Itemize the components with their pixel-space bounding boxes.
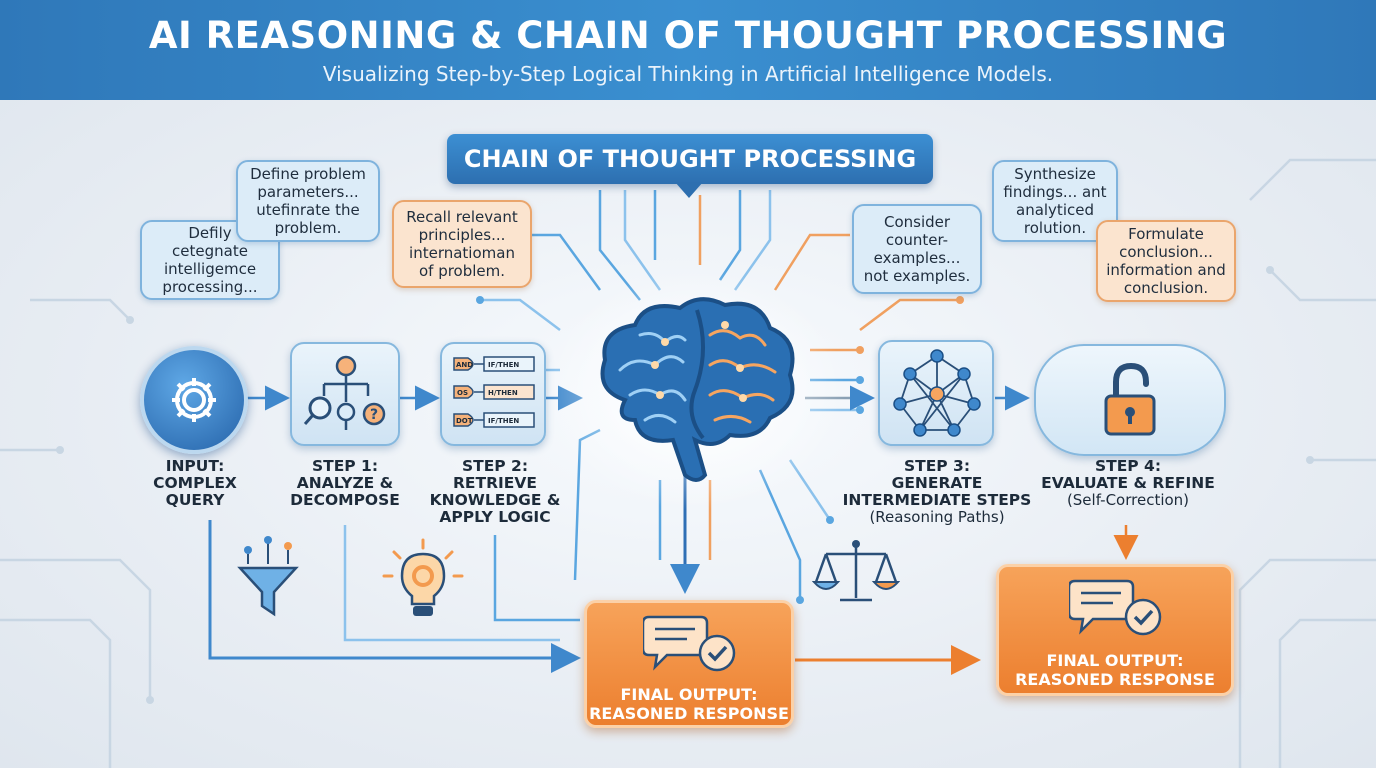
thought-bubble-4: Consider counter-examples... not example… bbox=[852, 204, 982, 294]
step1-label: STEP 1: ANALYZE & DECOMPOSE bbox=[280, 458, 410, 509]
flowchart-icon: ? bbox=[303, 355, 386, 430]
step4-bubble bbox=[1034, 344, 1226, 456]
step1-box: ? bbox=[290, 342, 400, 446]
input-label: INPUT: COMPLEX QUERY bbox=[135, 458, 255, 509]
chat-check-icon bbox=[1069, 579, 1162, 636]
final-output-right-text: FINAL OUTPUT: REASONED RESPONSE bbox=[999, 651, 1231, 689]
step4-label-sub: (Self-Correction) bbox=[1066, 491, 1190, 509]
step1-label-line2: ANALYZE & bbox=[296, 474, 394, 492]
lightbulb-icon bbox=[382, 538, 464, 616]
svg-text:?: ? bbox=[370, 407, 378, 423]
chain-of-thought-label: CHAIN OF THOUGHT PROCESSING bbox=[447, 134, 933, 184]
step3-label-line3: INTERMEDIATE STEPS bbox=[842, 491, 1032, 509]
header-banner: AI REASONING & CHAIN OF THOUGHT PROCESSI… bbox=[0, 0, 1376, 100]
input-query-node bbox=[140, 346, 248, 454]
gate-1-name: AND bbox=[456, 361, 473, 369]
step1-label-line3: DECOMPOSE bbox=[290, 491, 400, 509]
final-output-right-line2: REASONED RESPONSE bbox=[1015, 670, 1215, 689]
final-output-center-text: FINAL OUTPUT: REASONED RESPONSE bbox=[587, 685, 791, 723]
step4-label-line1: STEP 4: bbox=[1094, 457, 1162, 475]
final-output-center-line1: FINAL OUTPUT: bbox=[620, 685, 758, 704]
step2-label-line4: APPLY LOGIC bbox=[439, 508, 551, 526]
gate-3-name: DOT bbox=[456, 417, 473, 425]
final-output-right-line1: FINAL OUTPUT: bbox=[1046, 651, 1184, 670]
step2-label-line1: STEP 2: bbox=[461, 457, 529, 475]
page-title: AI REASONING & CHAIN OF THOUGHT PROCESSI… bbox=[148, 14, 1228, 57]
gate-1-rule: IF/THEN bbox=[488, 361, 519, 369]
gate-2-name: OS bbox=[457, 389, 468, 397]
network-graph-icon bbox=[893, 349, 981, 437]
padlock-icon bbox=[1104, 362, 1156, 436]
final-output-center: FINAL OUTPUT: REASONED RESPONSE bbox=[584, 600, 794, 728]
thought-bubble-3: Recall relevant principles... internatio… bbox=[392, 200, 532, 288]
chain-label-pointer bbox=[675, 182, 703, 198]
thought-bubble-2: Define problem parameters... utefinrate … bbox=[236, 160, 380, 242]
step3-label-sub: (Reasoning Paths) bbox=[869, 508, 1005, 526]
step2-box: AND IF/THEN OS H/THEN DOT IF/THEN bbox=[440, 342, 546, 446]
thought-bubble-6: Formulate conclusion... information and … bbox=[1096, 220, 1236, 302]
magnifier-icon bbox=[303, 396, 332, 425]
funnel-icon bbox=[237, 536, 299, 617]
chat-check-icon bbox=[643, 615, 736, 672]
step4-label: STEP 4: EVALUATE & REFINE (Self-Correcti… bbox=[1030, 458, 1226, 509]
step2-label: STEP 2: RETRIEVE KNOWLEDGE & APPLY LOGIC bbox=[425, 458, 565, 526]
step3-label-line1: STEP 3: bbox=[903, 457, 971, 475]
step4-label-line2: EVALUATE & REFINE bbox=[1041, 474, 1215, 492]
step3-label-line2: GENERATE bbox=[891, 474, 983, 492]
brain-icon bbox=[600, 297, 795, 482]
input-label-line1: INPUT: bbox=[165, 457, 225, 475]
input-label-line3: QUERY bbox=[165, 491, 225, 509]
final-output-right: FINAL OUTPUT: REASONED RESPONSE bbox=[996, 564, 1234, 696]
step3-label: STEP 3: GENERATE INTERMEDIATE STEPS (Rea… bbox=[842, 458, 1032, 526]
step3-box bbox=[878, 340, 994, 446]
input-label-line2: COMPLEX bbox=[153, 474, 237, 492]
page-subtitle: Visualizing Step-by-Step Logical Thinkin… bbox=[322, 62, 1054, 86]
final-output-center-line2: REASONED RESPONSE bbox=[589, 704, 789, 723]
step1-label-line1: STEP 1: bbox=[311, 457, 379, 475]
step2-label-line3: KNOWLEDGE & bbox=[429, 491, 561, 509]
gate-2-rule: H/THEN bbox=[488, 389, 518, 397]
step2-label-line2: RETRIEVE bbox=[453, 474, 537, 492]
gear-icon bbox=[172, 378, 216, 422]
logic-gates-icon: AND IF/THEN OS H/THEN DOT IF/THEN bbox=[453, 356, 535, 428]
gate-3-rule: IF/THEN bbox=[488, 417, 519, 425]
question-icon: ? bbox=[362, 402, 386, 426]
balance-scale-icon bbox=[812, 540, 900, 602]
